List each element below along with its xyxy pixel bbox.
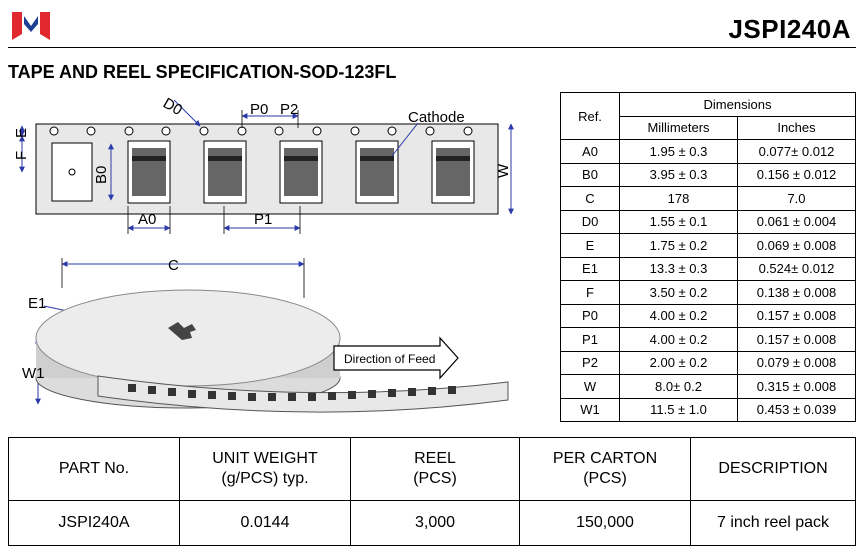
label-f: F <box>13 151 30 160</box>
ref-cell: A0 <box>560 139 620 164</box>
label-a0: A0 <box>138 211 156 228</box>
inch-cell: 0.315 ± 0.008 <box>737 374 856 399</box>
label-p1: P1 <box>254 211 272 228</box>
section-title: TAPE AND REEL SPECIFICATION-SOD-123FL <box>8 62 397 82</box>
mm-cell: 3.95 ± 0.3 <box>619 162 738 187</box>
pocket <box>279 140 323 204</box>
description-cell: 7 inch reel pack <box>690 500 856 546</box>
ref-cell: B0 <box>560 162 620 187</box>
label-p0: P0 <box>250 101 268 118</box>
unit-weight-cell: 0.0144 <box>179 500 351 546</box>
mm-cell: 8.0± 0.2 <box>619 374 738 399</box>
reel-cell: 3,000 <box>350 500 520 546</box>
ordering-table: PART No. UNIT WEIGHT (g/PCS) typ. REEL (… <box>8 437 856 546</box>
carton-cell: 150,000 <box>519 500 691 546</box>
ref-cell: E <box>560 233 620 258</box>
inch-cell: 0.524± 0.012 <box>737 256 856 281</box>
feed-arrow <box>333 336 459 380</box>
mm-cell: 1.75 ± 0.2 <box>619 233 738 258</box>
reel-header: REEL (PCS) <box>350 437 520 501</box>
label-w1: W1 <box>22 365 45 382</box>
inch-cell: 0.453 ± 0.039 <box>737 397 856 422</box>
inch-cell: 0.069 ± 0.008 <box>737 233 856 258</box>
mm-cell: 4.00 ± 0.2 <box>619 303 738 328</box>
header-rule <box>8 47 856 48</box>
table-row: JSPI240A 0.0144 3,000 150,000 7 inch ree… <box>8 500 856 546</box>
part-no-cell: JSPI240A <box>8 500 180 546</box>
inch-cell: 0.156 ± 0.012 <box>737 162 856 187</box>
pocket <box>127 140 171 204</box>
inch-header: Inches <box>737 115 856 140</box>
mm-cell: 1.95 ± 0.3 <box>619 139 738 164</box>
mm-cell: 2.00 ± 0.2 <box>619 350 738 375</box>
inch-cell: 0.079 ± 0.008 <box>737 350 856 375</box>
inch-cell: 0.077± 0.012 <box>737 139 856 164</box>
inch-cell: 0.061 ± 0.004 <box>737 209 856 234</box>
pocket <box>355 140 399 204</box>
ref-cell: P2 <box>560 350 620 375</box>
ref-cell: C <box>560 186 620 211</box>
label-cathode: Cathode <box>408 109 465 126</box>
mm-cell: 3.50 ± 0.2 <box>619 280 738 305</box>
ref-cell: F <box>560 280 620 305</box>
part-title: JSPI240A <box>728 14 851 44</box>
label-w: W <box>495 163 512 178</box>
mm-header: Millimeters <box>619 115 738 140</box>
label-e1: E1 <box>28 295 46 312</box>
dimensions-header: Dimensions <box>619 92 856 117</box>
mm-cell: 1.55 ± 0.1 <box>619 209 738 234</box>
reel <box>35 289 509 413</box>
description-header: DESCRIPTION <box>690 437 856 501</box>
company-logo <box>12 12 50 40</box>
label-c: C <box>168 257 179 274</box>
label-d0: D0 <box>160 95 185 119</box>
ref-cell: E1 <box>560 256 620 281</box>
pocket <box>203 140 247 204</box>
label-feed: Direction of Feed <box>344 352 435 366</box>
carton-header: PER CARTON (PCS) <box>519 437 691 501</box>
ref-cell: P0 <box>560 303 620 328</box>
mm-cell: 13.3 ± 0.3 <box>619 256 738 281</box>
ref-cell: W <box>560 374 620 399</box>
ref-cell: D0 <box>560 209 620 234</box>
inch-cell: 0.157 ± 0.008 <box>737 303 856 328</box>
watermark: 搜狐号@世昌隆电子 <box>724 526 851 542</box>
label-p2: P2 <box>280 101 298 118</box>
tape-reel-drawing: D0 P0 P2 Cathode E F B0 W A0 P1 C E1 W1 … <box>13 95 514 413</box>
mm-cell: 178 <box>619 186 738 211</box>
mm-cell: 11.5 ± 1.0 <box>619 397 738 422</box>
label-e: E <box>13 128 30 138</box>
label-b0: B0 <box>93 166 110 184</box>
unit-weight-header: UNIT WEIGHT (g/PCS) typ. <box>179 437 351 501</box>
ref-header: Ref. <box>560 92 620 140</box>
pocket <box>431 140 475 204</box>
ref-cell: W1 <box>560 397 620 422</box>
inch-cell: 0.138 ± 0.008 <box>737 280 856 305</box>
inch-cell: 7.0 <box>737 186 856 211</box>
mm-cell: 4.00 ± 0.2 <box>619 327 738 352</box>
inch-cell: 0.157 ± 0.008 <box>737 327 856 352</box>
part-no-header: PART No. <box>8 437 180 501</box>
ref-cell: P1 <box>560 327 620 352</box>
